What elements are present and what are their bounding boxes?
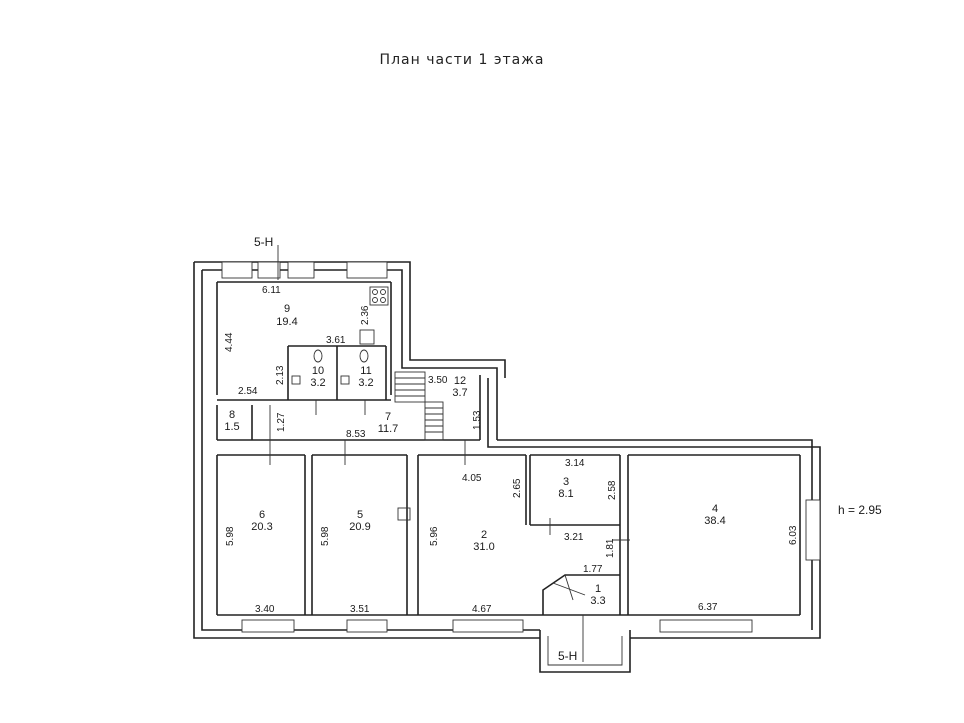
room-12-area: 3.7: [452, 387, 467, 399]
dim-3-40: 3.40: [255, 604, 275, 615]
room-5-number: 5: [357, 509, 363, 521]
dim-5-98-room5: 5.98: [320, 526, 331, 546]
dim-2-36: 2.36: [360, 305, 371, 325]
room-9-number: 9: [284, 303, 290, 315]
dim-4-67: 4.67: [472, 604, 492, 615]
dim-5-96: 5.96: [429, 526, 440, 546]
room-10-area: 3.2: [310, 377, 325, 389]
ceiling-height-note: h = 2.95: [838, 503, 882, 517]
outer-walls: [193, 261, 821, 673]
dim-4-05: 4.05: [462, 473, 482, 484]
dim-1-27: 1.27: [276, 412, 287, 432]
room-1-area: 3.3: [590, 595, 605, 607]
plan-title: План части 1 этажа: [379, 52, 545, 68]
room-3-number: 3: [563, 476, 569, 488]
room-2-number: 2: [481, 529, 487, 541]
windows: [221, 261, 821, 633]
dim-2-54: 2.54: [238, 386, 258, 397]
room-5-area: 20.9: [349, 521, 370, 533]
dim-3-14: 3.14: [565, 458, 585, 469]
dim-2-65: 2.65: [512, 478, 523, 498]
dim-1-81: 1.81: [605, 538, 616, 558]
room-3-area: 8.1: [558, 488, 573, 500]
dim-2-13: 2.13: [275, 365, 286, 385]
dim-1-53: 1.53: [472, 410, 483, 430]
dim-6-37: 6.37: [698, 602, 718, 613]
room-4-area: 38.4: [704, 515, 725, 527]
dim-3-61: 3.61: [326, 335, 346, 346]
room-7-number: 7: [385, 411, 391, 423]
room-12-number: 12: [454, 375, 466, 387]
dimension-labels: 6.11 4.44 2.36 3.61 2.13 2.54 1.27 8.53 …: [224, 285, 799, 615]
dim-3-50: 3.50: [428, 375, 448, 386]
dim-4-44: 4.44: [224, 332, 235, 352]
section-mark-bottom: 5-Н: [558, 649, 577, 663]
dimension-ticks: [269, 245, 630, 662]
dim-6-11: 6.11: [262, 285, 281, 296]
dim-3-21: 3.21: [564, 532, 584, 543]
fixtures: [291, 286, 586, 601]
section-mark-top: 5-Н: [254, 235, 273, 249]
room-4-number: 4: [712, 503, 718, 515]
dim-8-53: 8.53: [346, 429, 366, 440]
room-8-area: 1.5: [224, 421, 239, 433]
room-6-number: 6: [259, 509, 265, 521]
room-8-number: 8: [229, 409, 235, 421]
room-9-area: 19.4: [276, 316, 297, 328]
dim-1-77: 1.77: [583, 564, 603, 575]
dim-3-51: 3.51: [350, 604, 370, 615]
staircase: [394, 371, 444, 441]
room-6-area: 20.3: [251, 521, 272, 533]
room-labels: 9 19.4 10 3.2 11 3.2 12 3.7 8 1.5 7 11.7…: [224, 303, 725, 607]
room-11-area: 3.2: [358, 377, 373, 389]
dim-2-58: 2.58: [607, 480, 618, 500]
room-11-number: 11: [360, 365, 371, 377]
dim-6-03: 6.03: [788, 525, 799, 545]
room-7-area: 11.7: [378, 423, 399, 435]
room-2-area: 31.0: [473, 541, 494, 553]
partitions: [216, 281, 801, 616]
room-10-number: 10: [312, 365, 324, 377]
room-1-number: 1: [595, 583, 601, 595]
dim-5-98-room6: 5.98: [225, 526, 236, 546]
